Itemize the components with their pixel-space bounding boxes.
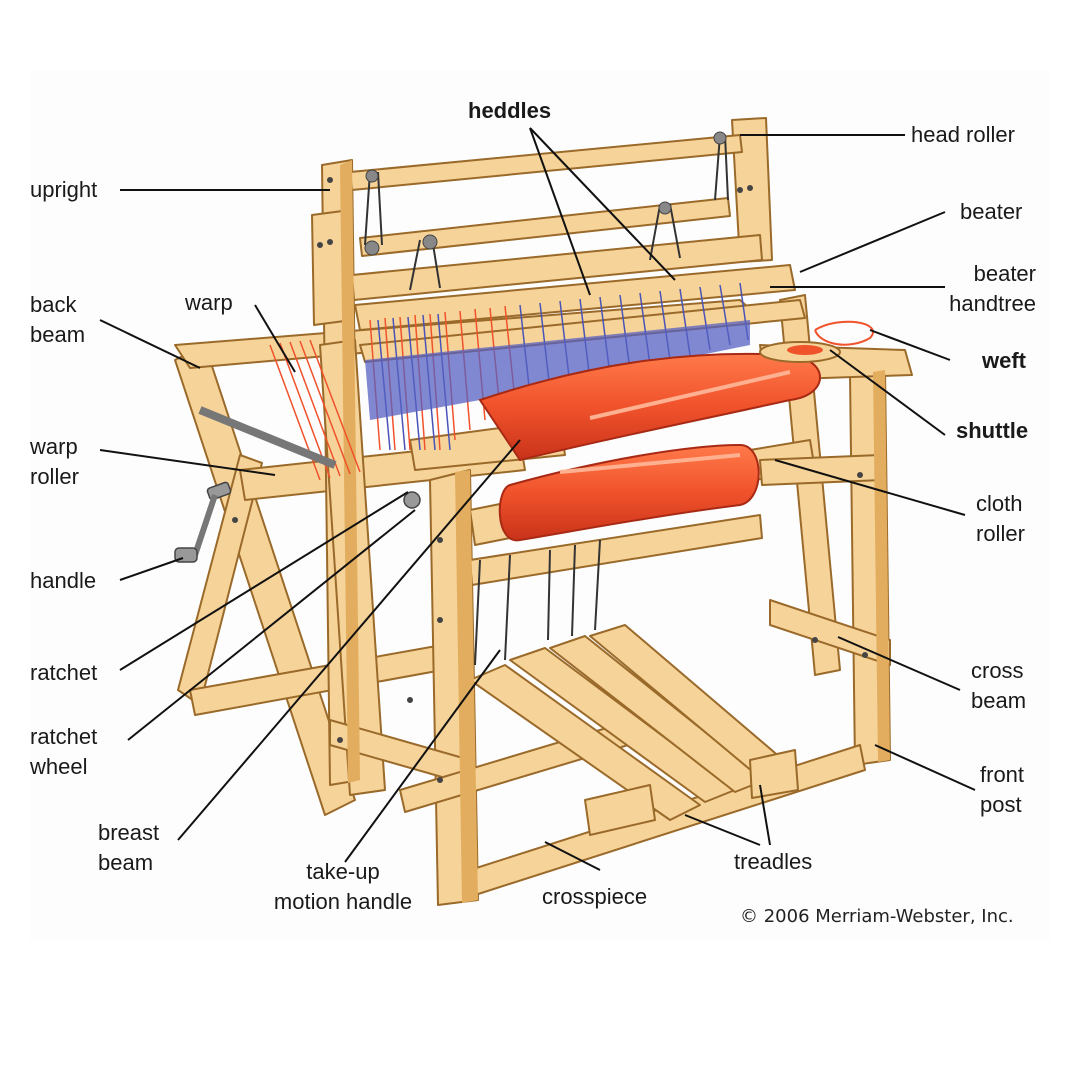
bolts: [232, 177, 868, 783]
cloth-highlight-top: [589, 370, 791, 420]
leader-handle: [119, 557, 184, 581]
woven-cloth: [478, 352, 821, 462]
cross-beam: [769, 599, 891, 666]
cloth-roll: [498, 443, 760, 542]
warp-threads: [269, 339, 361, 481]
label-shuttle: shuttle: [956, 418, 1029, 443]
leader-back-beam: [99, 319, 201, 369]
leader-beater: [799, 211, 946, 273]
label-warp: warp: [185, 290, 233, 315]
leader-weft: [869, 329, 951, 361]
shuttle-bobbin: [787, 345, 823, 355]
label-beater-handtree: beater handtree: [930, 259, 1036, 319]
treadle-block: [584, 784, 656, 836]
leader-treadles-2: [759, 784, 771, 846]
beater-handtree: [359, 299, 806, 363]
label-back-beam: back beam: [30, 290, 85, 350]
leader-heddles-2: [529, 127, 676, 281]
leader-ratchet-wheel: [127, 509, 416, 741]
label-cloth-roller-line1: cloth: [976, 491, 1023, 516]
label-cross-beam-line1: cross: [971, 658, 1024, 683]
leader-front-post: [874, 744, 976, 791]
heddle-cords: [364, 134, 729, 666]
label-back-beam-line2: beam: [30, 322, 86, 347]
treadle-block-right: [749, 749, 799, 799]
side-rail: [759, 454, 883, 486]
label-ratchet: ratchet: [30, 660, 98, 685]
label-beater-handtree-line2: handtree: [949, 291, 1036, 316]
label-beater-handtree-line1: beater: [973, 261, 1036, 286]
label-upright: upright: [30, 177, 98, 202]
label-take-up-line2: motion handle: [273, 889, 413, 914]
label-crosspiece: crosspiece: [542, 884, 648, 909]
heddle-pulleys: [364, 131, 727, 256]
wood-shading: [340, 160, 890, 903]
label-breast-beam-line1: breast: [98, 820, 160, 845]
label-take-up-line1: take-up: [306, 859, 380, 884]
leader-lines: [99, 127, 976, 871]
leader-cross-beam: [837, 636, 961, 691]
warp-roller-rod: [198, 406, 337, 469]
label-warp-roller-line2: roller: [30, 464, 79, 489]
leader-shuttle: [829, 349, 946, 436]
leader-warp-roller: [99, 449, 276, 476]
label-heddles: heddles: [468, 98, 552, 123]
leader-breast-beam: [177, 439, 521, 841]
leader-crosspiece: [544, 841, 601, 871]
label-beater: beater: [960, 199, 1023, 224]
woven-warp: [365, 320, 750, 420]
beater: [354, 264, 796, 331]
label-cloth-roller-line2: roller: [976, 521, 1025, 546]
label-front-post: front post: [980, 760, 1024, 820]
ratchet-wheel: [403, 491, 421, 509]
treadle-1: [469, 664, 701, 821]
label-treadles: treadles: [734, 849, 813, 874]
label-ratchet-wheel-line2: wheel: [30, 754, 88, 779]
label-cloth-roller: cloth roller: [976, 489, 1025, 549]
weft-thread: [814, 320, 874, 346]
label-cross-beam-line2: beam: [971, 688, 1027, 713]
label-handle: handle: [30, 568, 97, 593]
label-ratchet-wheel: ratchet wheel: [30, 722, 97, 782]
label-front-post-line1: front: [980, 762, 1025, 787]
leader-ratchet: [119, 491, 409, 671]
label-cross-beam: cross beam: [971, 656, 1026, 716]
label-weft: weft: [982, 348, 1026, 373]
label-back-beam-line1: back: [30, 292, 77, 317]
leader-take-up: [344, 649, 501, 863]
label-warp-roller-line1: warp: [30, 434, 78, 459]
leader-heddles-1: [529, 127, 591, 296]
leader-cloth-roller: [774, 459, 966, 516]
cloth-highlight: [559, 453, 741, 474]
label-front-post-line2: post: [980, 792, 1022, 817]
leader-treadles-1: [684, 814, 761, 846]
label-take-up-motion-handle: take-up motion handle: [258, 857, 428, 917]
label-ratchet-wheel-line1: ratchet: [30, 724, 98, 749]
label-breast-beam-line2: beam: [98, 850, 154, 875]
leader-warp: [254, 304, 296, 373]
label-warp-roller: warp roller: [30, 432, 79, 492]
heddle-bar: [359, 197, 731, 257]
label-breast-beam: breast beam: [98, 818, 159, 878]
copyright-notice: © 2006 Merriam-Webster, Inc.: [740, 906, 1014, 927]
label-head-roller: head roller: [911, 122, 1015, 147]
